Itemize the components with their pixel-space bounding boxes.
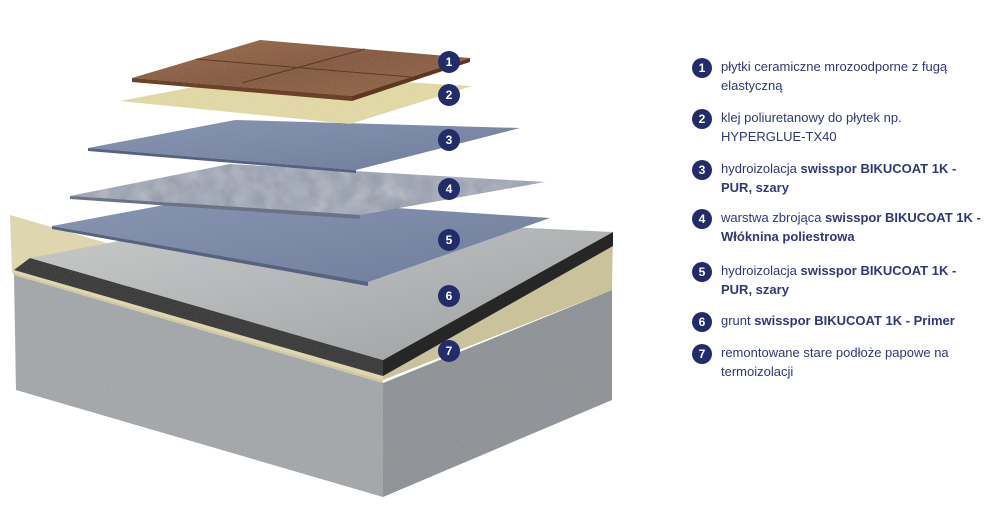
legend-badge: 6 (692, 312, 712, 332)
legend-text-plain: hydroizolacja (721, 161, 801, 176)
legend-item-6: 6 grunt swisspor BIKUCOAT 1K - Primer (692, 311, 989, 332)
layer-diagram: 1 2 3 4 5 6 7 (10, 40, 613, 497)
badge-number: 7 (446, 344, 453, 358)
layer-3-membrane (88, 120, 520, 173)
layer-1-tiles (132, 40, 470, 101)
legend-badge: 1 (692, 58, 712, 78)
legend-badge: 7 (692, 344, 712, 364)
legend-text-plain: warstwa zbrojąca (721, 210, 826, 225)
legend-text-bold: swisspor BIKUCOAT 1K - Primer (754, 313, 955, 328)
legend-text-plain: płytki ceramiczne mrozoodporne z fugą el… (721, 59, 948, 93)
legend-text-plain: grunt (721, 313, 755, 328)
legend-text-bold: swisspor BIKUCOAT 1K - PUR, szary (721, 263, 957, 297)
legend-text: warstwa zbrojąca swisspor BIKUCOAT 1K - … (721, 208, 989, 246)
badge-number: 1 (446, 55, 453, 69)
diagram-badge-7: 7 (438, 340, 460, 362)
legend-text: remontowane stare podłoże papowe na term… (721, 343, 989, 381)
legend-text: hydroizolacja swisspor BIKUCOAT 1K - PUR… (721, 159, 989, 197)
diagram-badge-4: 4 (438, 178, 460, 200)
legend-text-plain: hydroizolacja (721, 263, 801, 278)
layer-4-mesh (70, 164, 545, 219)
diagram-badge-6: 6 (438, 285, 460, 307)
legend-text-plain: remontowane stare podłoże papowe na term… (721, 345, 949, 379)
legend-item-5: 5 hydroizolacja swisspor BIKUCOAT 1K - PU… (692, 261, 989, 299)
badge-number: 4 (446, 182, 453, 196)
diagram-badge-3: 3 (438, 129, 460, 151)
badge-circle (438, 229, 460, 251)
diagram-badge-2: 2 (438, 84, 460, 106)
legend-badge: 3 (692, 160, 712, 180)
legend-item-3: 3 hydroizolacja swisspor BIKUCOAT 1K - PU… (692, 159, 989, 197)
badge-circle (438, 178, 460, 200)
legend-item-7: 7 remontowane stare podłoże papowe na ter… (692, 343, 989, 381)
legend-item-1: 1 płytki ceramiczne mrozoodporne z fugą e… (692, 57, 989, 95)
badge-circle (438, 285, 460, 307)
legend-badge: 2 (692, 109, 712, 129)
legend-badge: 5 (692, 262, 712, 282)
badge-number: 3 (446, 133, 453, 147)
legend-badge: 4 (692, 209, 712, 229)
layer-5-membrane (52, 196, 550, 286)
legend-item-4: 4 warstwa zbrojąca swisspor BIKUCOAT 1K -… (692, 208, 989, 246)
legend-text: grunt swisspor BIKUCOAT 1K - Primer (721, 311, 989, 330)
diagram-number-badges: 1 2 3 4 5 6 7 (438, 51, 460, 362)
badge-number: 2 (446, 88, 453, 102)
legend-text-plain: klej poliuretanowy do płytek np. HYPERGL… (721, 110, 902, 144)
legend-item-2: 2 klej poliuretanowy do płytek np. HYPERG… (692, 108, 989, 146)
base-block (10, 215, 613, 497)
diagram-badge-5: 5 (438, 229, 460, 251)
badge-circle (438, 51, 460, 73)
badge-number: 6 (446, 289, 453, 303)
diagram-badge-1: 1 (438, 51, 460, 73)
legend-text: płytki ceramiczne mrozoodporne z fugą el… (721, 57, 989, 95)
legend-text: klej poliuretanowy do płytek np. HYPERGL… (721, 108, 989, 146)
legend-text: hydroizolacja swisspor BIKUCOAT 1K - PUR… (721, 261, 989, 299)
legend-text-bold: swisspor BIKUCOAT 1K - PUR, szary (721, 161, 957, 195)
badge-circle (438, 129, 460, 151)
badge-circle (438, 340, 460, 362)
legend-text-bold: swisspor BIKUCOAT 1K - Włóknina poliestr… (721, 210, 981, 244)
badge-circle (438, 84, 460, 106)
badge-number: 5 (446, 233, 453, 247)
